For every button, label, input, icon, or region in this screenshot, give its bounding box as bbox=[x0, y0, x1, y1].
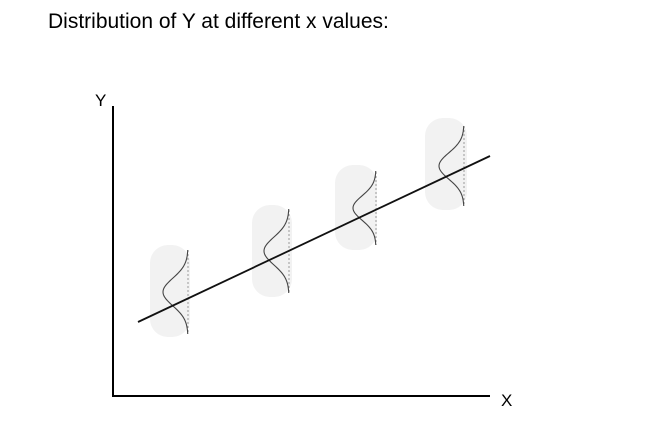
normal-curve-2 bbox=[263, 208, 290, 294]
normal-curve-3 bbox=[352, 170, 377, 246]
distribution-shadows bbox=[150, 118, 467, 337]
distribution-shadow-4 bbox=[425, 118, 467, 210]
normal-curves bbox=[162, 125, 465, 335]
distribution-center-lines bbox=[187, 126, 465, 333]
slide-title: Distribution of Y at different x values: bbox=[48, 10, 389, 33]
normal-curve-4 bbox=[438, 125, 465, 207]
distribution-shadow-2 bbox=[252, 205, 292, 297]
normal-curve-1 bbox=[162, 249, 189, 335]
regression-line bbox=[137, 155, 491, 323]
distribution-shadow-1 bbox=[150, 245, 190, 337]
y-axis-label: Y bbox=[95, 91, 106, 110]
distribution-shadow-3 bbox=[335, 165, 377, 250]
x-axis-label: X bbox=[501, 391, 512, 410]
